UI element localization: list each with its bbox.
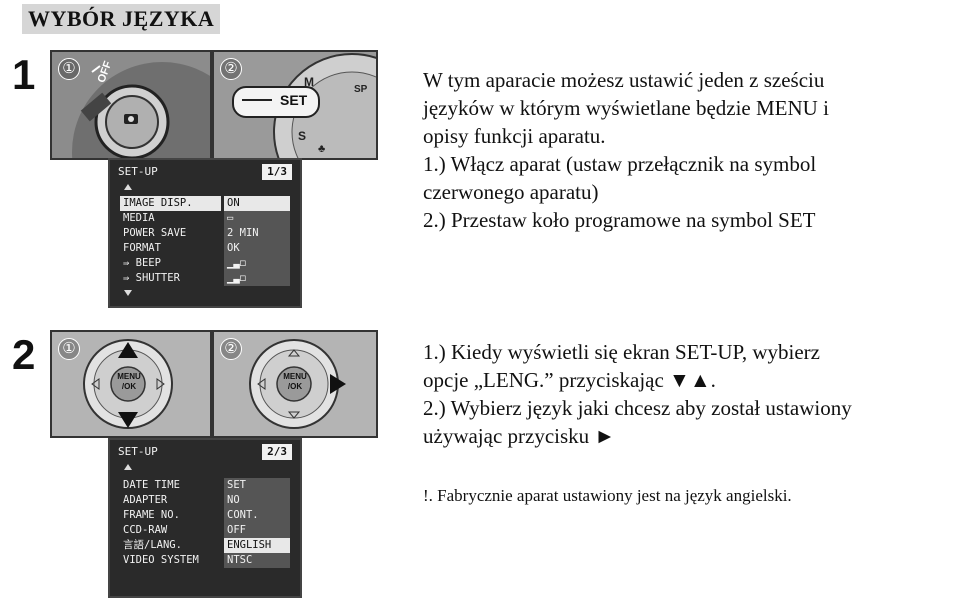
screen-header: SET-UP 2/3 [118, 444, 292, 460]
menu-row-date-time[interactable]: DATE TIME SET [120, 478, 290, 493]
page-title: WYBÓR JĘZYKA [22, 4, 221, 34]
scroll-up-icon [124, 184, 132, 190]
dpad-up-down-illustration [52, 332, 210, 436]
dpad-photo-2: ② MENU /OK [212, 330, 378, 438]
power-switch-illustration [52, 52, 210, 158]
menu-row-image-disp[interactable]: IMAGE DISP. ON [120, 196, 290, 211]
step-1-number: 1 [12, 51, 36, 98]
step-1-instructions: W tym aparacie możesz ustawić jeden z sz… [423, 66, 829, 234]
step-2-line-3: 2.) Wybierz język jaki chcesz aby został… [423, 396, 852, 420]
step-1-line-3: opisy funkcji aparatu. [423, 124, 606, 148]
factory-default-note: !. Fabrycznie aparat ustawiony jest na j… [423, 486, 792, 505]
set-label: SET [280, 92, 308, 108]
menu-row-video-system[interactable]: VIDEO SYSTEM NTSC [120, 553, 290, 568]
screen-title: SET-UP [118, 445, 158, 458]
menu-row-beep[interactable]: ⇛ BEEP ▁▃◻ [120, 256, 290, 271]
svg-text:M: M [304, 75, 314, 89]
step-2-line-1: 1.) Kiedy wyświetli się ekran SET-UP, wy… [423, 340, 820, 364]
step-2-instructions: 1.) Kiedy wyświetli się ekran SET-UP, wy… [423, 338, 852, 450]
substep-1-badge: ① [58, 338, 80, 360]
menu-row-shutter[interactable]: ⇛ SHUTTER ▁▃◻ [120, 271, 290, 286]
menu-row-format[interactable]: FORMAT OK [120, 241, 290, 256]
menu-list: DATE TIME SET ADAPTER NO FRAME NO. CONT.… [120, 478, 290, 568]
substep-1-badge: ① [58, 58, 80, 80]
set-pointer-line [242, 99, 272, 101]
step-2-line-4: używając przycisku ► [423, 424, 616, 448]
power-switch-photo: ① OFF [50, 50, 212, 160]
screen-title: SET-UP [118, 165, 158, 178]
dpad-photo-1: ① MENU /OK [50, 330, 212, 438]
setup-screen-page-2: SET-UP 2/3 DATE TIME SET ADAPTER NO FRAM… [108, 438, 302, 598]
set-callout: SET [232, 86, 320, 118]
svg-text:♣: ♣ [318, 143, 325, 155]
substep-2-badge: ② [220, 338, 242, 360]
menu-ok-button[interactable]: MENU /OK [117, 372, 141, 391]
svg-text:S: S [298, 129, 306, 143]
menu-row-frame-no[interactable]: FRAME NO. CONT. [120, 508, 290, 523]
step-1-line-5: czerwonego aparatu) [423, 180, 599, 204]
scroll-up-icon [124, 464, 132, 470]
screen-page-indicator: 1/3 [262, 164, 292, 180]
step-1-line-1: W tym aparacie możesz ustawić jeden z sz… [423, 68, 825, 92]
svg-text:SP: SP [354, 84, 368, 95]
menu-ok-button[interactable]: MENU /OK [283, 372, 307, 391]
step-2-line-2: opcje „LENG.” przyciskając ▼▲. [423, 368, 716, 392]
menu-row-power-save[interactable]: POWER SAVE 2 MIN [120, 226, 290, 241]
menu-row-adapter[interactable]: ADAPTER NO [120, 493, 290, 508]
menu-list: IMAGE DISP. ON MEDIA ▭ POWER SAVE 2 MIN … [120, 196, 290, 286]
step-2-number: 2 [12, 331, 36, 378]
screen-page-indicator: 2/3 [262, 444, 292, 460]
step-1-line-6: 2.) Przestaw koło programowe na symbol S… [423, 208, 816, 232]
step-1-line-2: języków w którym wyświetlane będzie MENU… [423, 96, 829, 120]
screen-header: SET-UP 1/3 [118, 164, 292, 180]
menu-row-media[interactable]: MEDIA ▭ [120, 211, 290, 226]
step-1-line-4: 1.) Włącz aparat (ustaw przełącznik na s… [423, 152, 817, 176]
menu-row-ccd-raw[interactable]: CCD-RAW OFF [120, 523, 290, 538]
mode-dial-photo: M A S ♣ SP ② SET [212, 50, 378, 160]
substep-2-badge: ② [220, 58, 242, 80]
setup-screen-page-1: SET-UP 1/3 IMAGE DISP. ON MEDIA ▭ POWER … [108, 158, 302, 308]
menu-row-lang[interactable]: 言語/LANG. ENGLISH [120, 538, 290, 553]
scroll-down-icon [124, 290, 132, 296]
